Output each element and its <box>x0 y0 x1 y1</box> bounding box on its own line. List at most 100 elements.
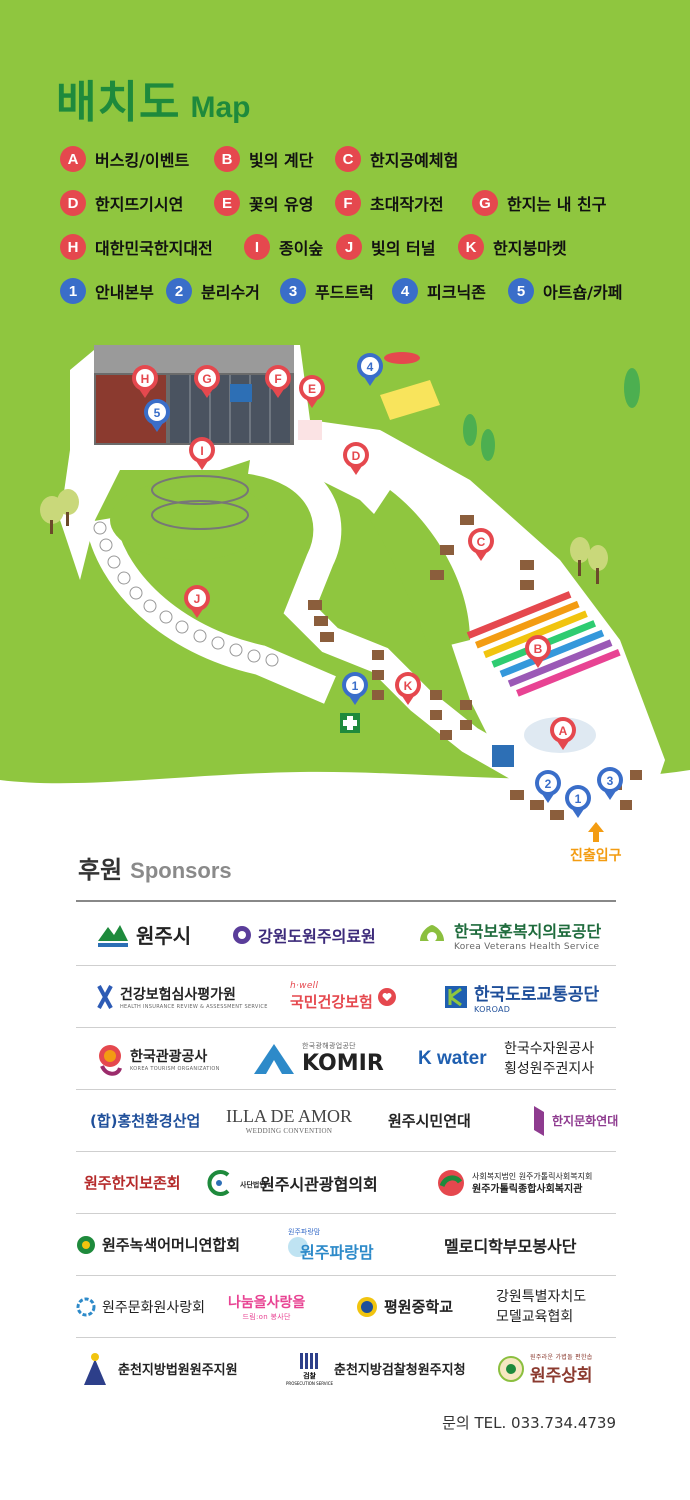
sponsor-name: 원주파랑맘 <box>300 1242 374 1262</box>
map-marker-4: 4 <box>357 353 383 386</box>
sponsor-name: 원주한지보존회 <box>84 1174 181 1192</box>
sponsor-culture-center-love: 원주문화원사랑회 <box>76 1276 205 1337</box>
marker-badge: C <box>335 146 361 172</box>
sponsor-name: (합)홍천환경산업 <box>90 1112 201 1130</box>
sponsor-sub: HEALTH INSURANCE REVIEW & ASSESSMENT SER… <box>120 1003 268 1010</box>
svg-text:A: A <box>559 724 568 738</box>
legend-label: 푸드트럭 <box>315 283 374 302</box>
sponsor-name-line1: 한국수자원공사 <box>504 1040 595 1057</box>
sponsor-name-ko: 건강보험심사평가원 <box>120 986 236 1003</box>
legend-item-e: E 꽃의 유영 <box>214 188 313 218</box>
sponsor-pre: 원주파랑맘 <box>288 1227 321 1236</box>
svg-text:F: F <box>274 372 281 386</box>
sponsor-name-line2: 원주가톨릭종합사회복지관 <box>472 1183 583 1195</box>
light-tunnel <box>93 521 279 667</box>
catholic-welfare-logo-icon <box>438 1169 464 1196</box>
marker-badge: F <box>335 190 361 216</box>
legend-label: 한지뜨기시연 <box>95 195 184 214</box>
divider <box>76 1337 616 1338</box>
marker-badge: D <box>60 190 86 216</box>
sponsor-name: 원주시민연대 <box>388 1112 471 1130</box>
title-korean: 배치도 <box>56 77 181 128</box>
marker-badge: E <box>214 190 240 216</box>
tourism-council-logo-icon <box>207 1169 230 1196</box>
sponsor-name-ko: 나눔을사랑을 <box>228 1294 306 1311</box>
svg-text:2: 2 <box>545 777 552 791</box>
divider <box>76 1027 616 1028</box>
sponsor-tourism-council: 사단법인원주시관광협의회 <box>206 1152 378 1213</box>
title-english: Map <box>190 91 251 124</box>
divider <box>76 1151 616 1152</box>
sponsor-name-ko: 원주상회 <box>530 1365 593 1386</box>
legend-label: 한지공예체험 <box>370 151 459 170</box>
marker-badge: K <box>458 234 484 260</box>
marker-badge: 3 <box>280 278 306 304</box>
restroom-sign <box>492 745 514 767</box>
sponsor-green-mothers: 원주녹색어머니연합회 <box>76 1214 240 1275</box>
sponsor-chuncheon-court: 춘천지방법원원주지원 <box>78 1338 238 1399</box>
sponsor-pre: 원주라운 가볍돌 편한솝 <box>530 1353 593 1361</box>
svg-text:J: J <box>194 592 201 606</box>
marker-badge: H <box>60 234 86 260</box>
blue-mom-badge: 원주파랑맘 원주파랑맘 <box>288 1225 408 1265</box>
wonju-city-logo-icon <box>98 924 128 947</box>
svg-text:4: 4 <box>367 360 374 374</box>
hanji-culture-logo-icon <box>534 1105 544 1136</box>
sanghoe-logo-icon <box>498 1355 524 1382</box>
legend-label: 꽃의 유영 <box>249 195 314 214</box>
sponsor-sub: Korea Veterans Health Service <box>454 941 600 952</box>
hira-logo-icon <box>97 984 113 1009</box>
divider <box>76 1213 616 1214</box>
sponsor-sub: 드림:on 봉사단 <box>242 1312 291 1321</box>
picnic-zone <box>380 380 440 420</box>
flower-art <box>298 420 322 440</box>
marker-badge: I <box>244 234 270 260</box>
sponsor-name-ko: 한국도로교통공단 <box>474 984 600 1005</box>
entrance-arrow-icon <box>588 822 604 842</box>
svg-text:E: E <box>308 382 316 396</box>
sponsor-name-line1: 사회복지법인 원주가톨릭사회복지회 <box>472 1171 593 1181</box>
sponsor-name: 원주녹색어머니연합회 <box>102 1236 241 1254</box>
marker-badge: G <box>472 190 498 216</box>
prosecution-logo-icon <box>299 1353 318 1369</box>
legend-label: 피크닉존 <box>427 283 486 302</box>
divider <box>76 900 616 902</box>
map-marker-d: D <box>343 442 369 475</box>
prosecution-badge: 검찰 PROSECUTION SERVICE <box>286 1351 333 1386</box>
map-marker-a: A <box>550 717 576 750</box>
svg-text:B: B <box>534 642 543 656</box>
sponsor-name: 평원중학교 <box>384 1298 454 1316</box>
lawn-east <box>370 490 470 650</box>
heart-icon <box>377 987 396 1006</box>
restroom-sign <box>230 384 252 402</box>
marker-badge: 5 <box>508 278 534 304</box>
sponsor-hongcheon-env: (합)홍천환경산업 <box>90 1090 200 1151</box>
sponsor-name-en: ILLA DE AMOR <box>226 1106 352 1126</box>
school-logo-icon <box>357 1296 377 1317</box>
sponsor-sub: WEDDING CONVENTION <box>245 1127 333 1135</box>
sponsor-name: 원주시 <box>136 924 192 948</box>
legend-label: 분리수거 <box>201 283 260 302</box>
map-marker-g: G <box>194 365 220 398</box>
legend-label: 한지붕마켓 <box>493 239 567 258</box>
svg-text:G: G <box>202 372 211 386</box>
sponsor-pyeongwon-middle: 평원중학교 <box>356 1276 453 1337</box>
